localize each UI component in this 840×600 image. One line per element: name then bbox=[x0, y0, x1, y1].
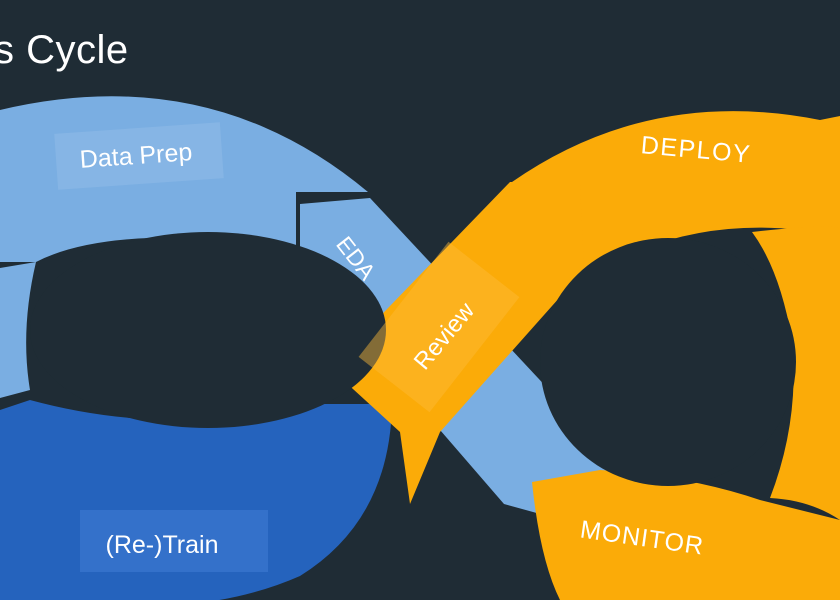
left-edge-arrow bbox=[0, 262, 36, 398]
review-arrow bbox=[330, 182, 584, 504]
right-side-arrow bbox=[752, 226, 840, 520]
deploy-arrow bbox=[512, 111, 840, 294]
review-label-box bbox=[358, 241, 520, 413]
left-loop-hole bbox=[30, 232, 386, 428]
retrain-label-box bbox=[80, 510, 268, 572]
retrain-label: (Re-)Train bbox=[106, 531, 219, 559]
right-loop-hole bbox=[540, 238, 796, 486]
monitor-arrow bbox=[532, 470, 840, 600]
slide-title: s Cycle bbox=[0, 28, 129, 72]
data-prep-label-box bbox=[54, 122, 224, 190]
